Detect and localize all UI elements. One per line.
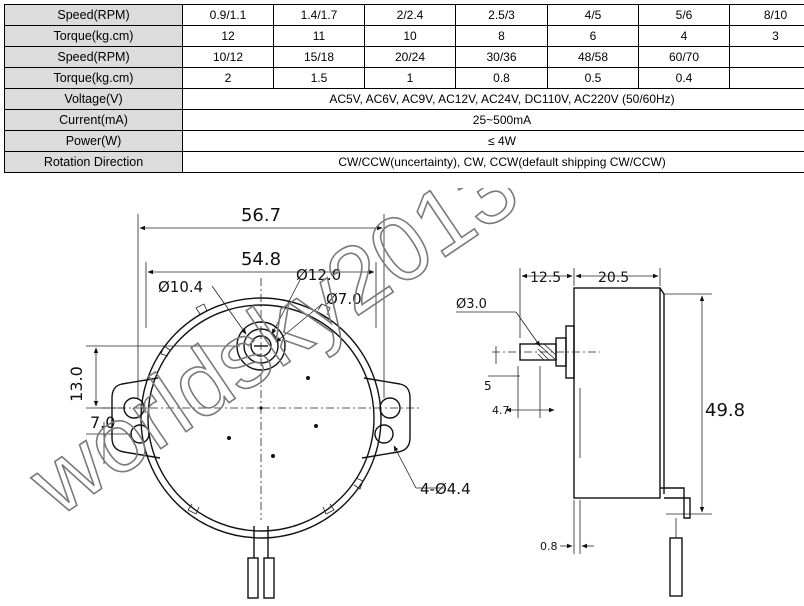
cell: 4/5: [547, 4, 639, 26]
leader-line: [515, 311, 541, 347]
dim-inner-label: 54.8: [241, 249, 281, 270]
dim-height-label: 49.8: [705, 400, 745, 421]
lead-wire-side: [669, 537, 683, 597]
cell: 0.8: [455, 67, 548, 89]
row-label: Speed(RPM): [4, 46, 183, 68]
cell: ≤ 4W: [182, 130, 804, 152]
lead-wires: [247, 526, 275, 599]
leader-line: [271, 279, 301, 335]
cell: 6: [547, 25, 639, 47]
body-edge: [659, 287, 665, 295]
cell: 60/70: [638, 46, 730, 68]
dim-shaft-len-label: 12.5: [530, 270, 561, 286]
torque-row-1: Torque(kg.cm) 12 11 10 8 6 4 3: [4, 25, 804, 47]
cell: 0.4: [638, 67, 730, 89]
row-label: Torque(kg.cm): [4, 25, 183, 47]
cell: 1.5: [273, 67, 365, 89]
dia-shaft-label: Ø7.0: [326, 290, 362, 308]
cell: 15/18: [273, 46, 365, 68]
cell: 30/36: [455, 46, 548, 68]
cell: [729, 67, 804, 89]
mounting-hole: [374, 424, 394, 444]
cell: 10/12: [182, 46, 274, 68]
row-label: Power(W): [4, 130, 183, 152]
cell: 3: [729, 25, 804, 47]
voltage-row: Voltage(V) AC5V, AC6V, AC9V, AC12V, AC24…: [4, 88, 804, 110]
cell: 20/24: [364, 46, 456, 68]
cell: 48/58: [547, 46, 639, 68]
shaft: [250, 335, 272, 357]
cell: 2/2.4: [364, 4, 456, 26]
cell: 2: [182, 67, 274, 89]
technical-drawing: 56.7 54.8 Ø10.4 Ø12.0 Ø7.0 13.0 7.0 4-Ø4…: [11, 188, 745, 599]
row-label: Torque(kg.cm): [4, 67, 183, 89]
holes-label: 4-Ø4.4: [420, 480, 471, 498]
dim-body-label: 20.5: [598, 270, 629, 286]
cell: 4: [638, 25, 730, 47]
front-view: 56.7 54.8 Ø10.4 Ø12.0 Ø7.0 13.0 7.0 4-Ø4…: [67, 205, 471, 599]
row-label: Rotation Direction: [4, 151, 183, 173]
row-label: Speed(RPM): [4, 4, 183, 26]
dim-step-label: 4.7: [492, 404, 510, 417]
cell: [729, 46, 804, 68]
dim-lead-label: 0.8: [540, 540, 558, 553]
lead-bracket: [660, 487, 691, 519]
cell: 10: [364, 25, 456, 47]
current-row: Current(mA) 25~500mA: [4, 109, 804, 131]
cell: 11: [273, 25, 365, 47]
cell: 1: [364, 67, 456, 89]
mounting-flange: [111, 377, 411, 459]
rim-notches: [160, 303, 364, 515]
row-label: Current(mA): [4, 109, 183, 131]
dia-side-shaft-label: Ø3.0: [456, 297, 487, 312]
cell: 8/10: [729, 4, 804, 26]
rivet-dots: [227, 376, 318, 458]
cell: 12: [182, 25, 274, 47]
leader-line: [211, 285, 247, 335]
speed-row-2: Speed(RPM) 10/12 15/18 20/24 30/36 48/58…: [4, 46, 804, 68]
cell: 8: [455, 25, 548, 47]
dim-flat-label: 5: [484, 379, 492, 393]
motor-body-side: [573, 287, 661, 499]
speed-row-1: Speed(RPM) 0.9/1.1 1.4/1.7 2/2.4 2.5/3 4…: [4, 4, 804, 26]
dim-vertical-label: 13.0: [67, 366, 86, 402]
cell: CW/CCW(uncertainty), CW, CCW(default shi…: [182, 151, 804, 173]
power-row: Power(W) ≤ 4W: [4, 130, 804, 152]
dim-hole-offset-label: 7.0: [90, 413, 115, 432]
cell: 1.4/1.7: [273, 4, 365, 26]
leader-line: [275, 303, 323, 343]
dia-shaft-base-label: Ø10.4: [158, 278, 203, 296]
dia-boss-label: Ø12.0: [296, 266, 341, 284]
leader-line: [393, 445, 417, 489]
cell: 0.5: [547, 67, 639, 89]
cell: 25~500mA: [182, 109, 804, 131]
cell: 5/6: [638, 4, 730, 26]
torque-row-2: Torque(kg.cm) 2 1.5 1 0.8 0.5 0.4: [4, 67, 804, 89]
cell: AC5V, AC6V, AC9V, AC12V, AC24V, DC110V, …: [182, 88, 804, 110]
spec-table: Speed(RPM) 0.9/1.1 1.4/1.7 2/2.4 2.5/3 4…: [4, 4, 804, 173]
cell: 0.9/1.1: [182, 4, 274, 26]
cell: 2.5/3: [455, 4, 548, 26]
row-label: Voltage(V): [4, 88, 183, 110]
side-view: 12.5 20.5 Ø3.0 5 4.7 49.8 0.8: [456, 268, 745, 597]
rotation-row: Rotation Direction CW/CCW(uncertainty), …: [4, 151, 804, 173]
dim-outer-label: 56.7: [241, 205, 281, 226]
